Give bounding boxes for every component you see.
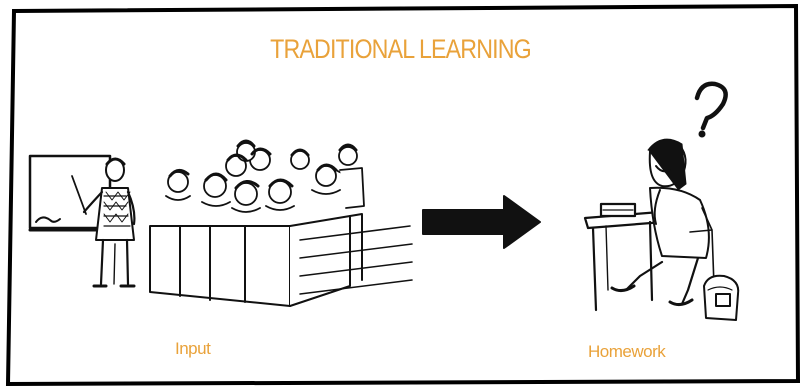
arrow-right-icon bbox=[422, 195, 541, 249]
lecture-scene bbox=[28, 139, 413, 307]
input-label: Input bbox=[175, 339, 211, 358]
homework-label: Homework bbox=[588, 342, 666, 361]
frame-border bbox=[5, 3, 801, 387]
audience-crowd bbox=[165, 139, 365, 213]
page-title: TRADITIONAL LEARNING bbox=[270, 34, 531, 64]
backpack-icon bbox=[703, 274, 740, 321]
question-mark-icon bbox=[694, 81, 728, 138]
teacher-figure bbox=[82, 157, 136, 288]
student-figure bbox=[610, 138, 715, 307]
lecture-benches bbox=[149, 213, 413, 307]
homework-desk bbox=[583, 202, 666, 312]
homework-scene bbox=[583, 81, 740, 321]
